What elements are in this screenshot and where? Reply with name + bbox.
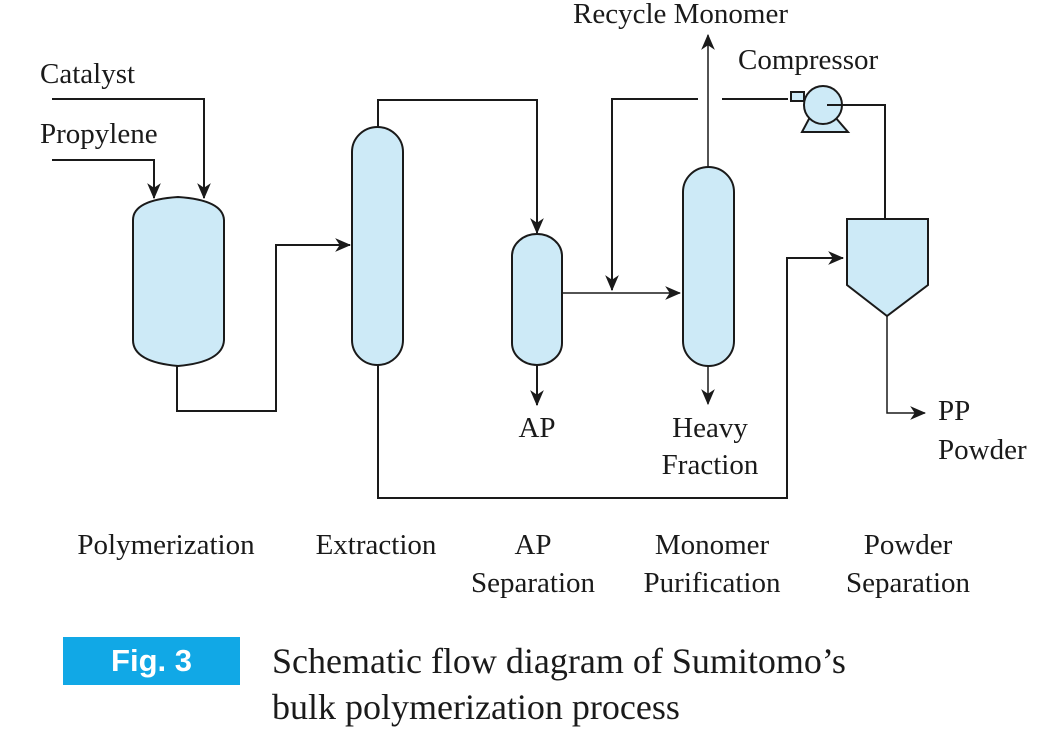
reactor-to-extraction-line — [176, 238, 352, 412]
pp-powder-outlet-line — [886, 316, 927, 420]
monomer-purification-column — [682, 166, 735, 367]
compressor-label: Compressor — [738, 44, 879, 76]
recycle-monomer-label: Recycle Monomer — [573, 0, 788, 30]
heavy-fraction-label-line2: Fraction — [662, 449, 759, 481]
ap-separator — [511, 233, 563, 366]
stage-powder-separation-label-line2: Separation — [846, 567, 971, 599]
caption-line-2: bulk polymerization process — [272, 687, 680, 727]
stage-monomer-purification-label-line2: Purification — [644, 567, 781, 599]
stage-monomer-purification-label-line1: Monomer — [655, 529, 770, 561]
stage-extraction-label: Extraction — [316, 529, 437, 561]
pp-powder-label-line2: Powder — [938, 434, 1027, 466]
compressor — [790, 85, 886, 218]
pp-powder-label-line1: PP — [938, 395, 970, 427]
extraction-to-ap-line — [377, 99, 544, 235]
catalyst-label: Catalyst — [40, 58, 135, 90]
ap-label: AP — [518, 412, 555, 444]
catalyst-feed-line — [52, 98, 211, 200]
extraction-to-powder-line — [377, 251, 845, 499]
propylene-label: Propylene — [40, 118, 158, 150]
stage-powder-separation-label-line1: Powder — [864, 529, 953, 561]
compressor-recycle-line — [605, 98, 698, 292]
polymerization-reactor — [132, 195, 225, 368]
figure-number-badge: Fig. 3 — [63, 637, 240, 685]
powder-separator — [846, 218, 929, 318]
figure-caption: Schematic flow diagram of Sumitomo’s bul… — [272, 638, 1032, 730]
propylene-feed-line — [52, 159, 161, 200]
heavy-fraction-label-line1: Heavy — [672, 412, 748, 444]
stage-ap-separation-label-line1: AP — [514, 529, 551, 561]
stage-ap-separation-label-line2: Separation — [471, 567, 596, 599]
caption-line-1: Schematic flow diagram of Sumitomo’s — [272, 641, 846, 681]
stage-polymerization-label: Polymerization — [77, 529, 255, 561]
extraction-column — [351, 126, 404, 366]
